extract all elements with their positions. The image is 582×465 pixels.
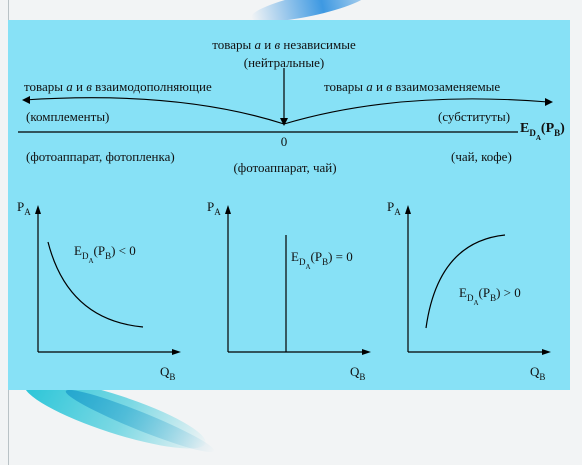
zero-label: 0 (280, 134, 288, 149)
complements-example: (фотоаппарат, фотопленка) (26, 149, 175, 164)
graph3-x-label: QB (530, 364, 546, 383)
complements-label: товары а и в взаимодополняющие (24, 79, 212, 94)
graph1-y-arrow (35, 205, 41, 214)
graph3-formula: EDA(PB) > 0 (459, 285, 521, 308)
complements-arrow-head (22, 96, 30, 104)
diagram-lines (18, 68, 553, 355)
substitutes-example: (чай, кофе) (451, 149, 512, 164)
graph1-formula: EDA(PB) < 0 (74, 243, 136, 266)
graph3-y-arrow (405, 205, 411, 214)
substitutes-arrow (283, 98, 549, 125)
graph3-y-label: PA (387, 199, 401, 218)
graph1-curve (47, 241, 144, 328)
graph2-x-label: QB (350, 364, 366, 383)
graph2-x-arrow (362, 349, 371, 355)
independent-goods-label: товары а и в независимые (212, 37, 356, 52)
complements-arrow (23, 97, 285, 125)
substitutes-term: (субституты) (438, 109, 511, 124)
graph1-x-arrow (172, 349, 181, 355)
diagram-panel: товары а и в независимые (нейтральные) т… (8, 20, 570, 390)
graph1-y-label: PA (17, 199, 31, 218)
graph3-x-arrow (542, 349, 551, 355)
graph1-x-label: QB (160, 364, 176, 383)
neutral-arrow-head (280, 118, 288, 126)
neutral-label: (нейтральные) (243, 55, 325, 70)
complements-term: (комплементы) (26, 109, 110, 124)
graph3-curve (425, 234, 506, 329)
neutral-example: (фотоаппарат, чай) (233, 160, 337, 175)
graph2-formula: EDA(PB) = 0 (291, 249, 353, 272)
graph2-y-arrow (225, 205, 231, 214)
elasticity-axis-label: EDA(PB) (520, 121, 565, 143)
substitutes-arrow-head (545, 98, 553, 106)
graph2-y-label: PA (207, 199, 221, 218)
substitutes-label: товары а и в взаимозаменяемые (324, 79, 501, 94)
